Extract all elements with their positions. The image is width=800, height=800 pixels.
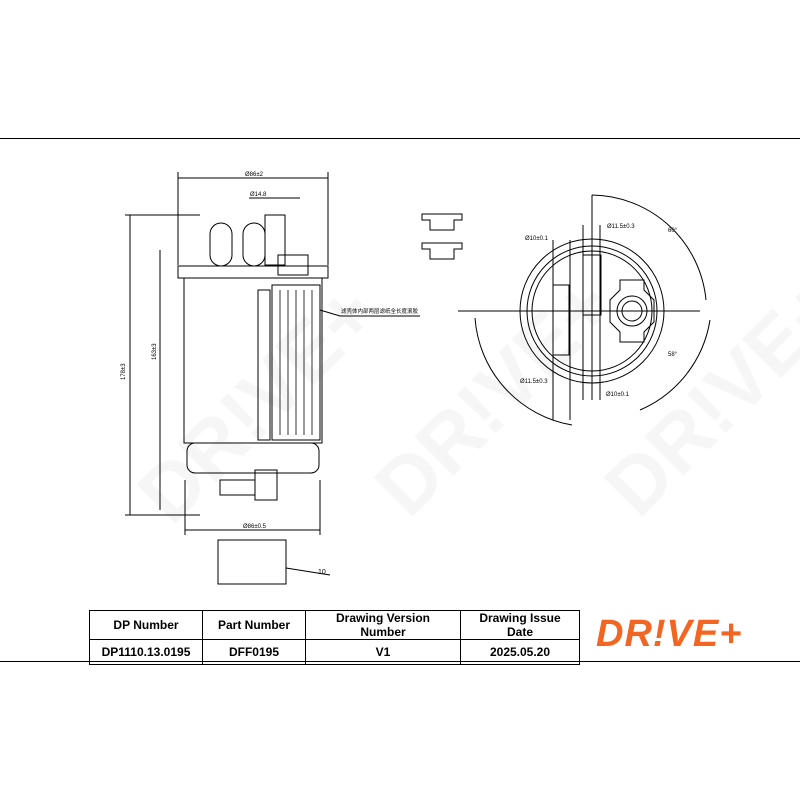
dim-body-height: 163±3 xyxy=(152,343,158,360)
dim-hole-a: Ø10±0.1 xyxy=(525,236,549,242)
version: V1 xyxy=(305,639,461,665)
dim-bottom-dia: Ø86±0.5 xyxy=(243,524,267,530)
issue-date: 2025.05.20 xyxy=(460,639,580,665)
dim-angle-bottom: 58° xyxy=(668,352,678,358)
dim-slot-a: Ø11.5±0.3 xyxy=(607,224,635,230)
seal-details xyxy=(421,213,463,260)
header-version: Drawing Version Number xyxy=(305,610,461,640)
dim-angle-top: 60° xyxy=(668,228,678,234)
dp-number: DP1110.13.0195 xyxy=(89,639,203,665)
dim-slot-b: Ø11.5±0.3 xyxy=(520,379,548,385)
title-block: DP Number Part Number Drawing Version Nu… xyxy=(89,610,580,665)
dim-hole-b: Ø10±0.1 xyxy=(606,392,630,398)
logo-text: DR!VE+ xyxy=(596,613,743,655)
header-part-number: Part Number xyxy=(202,610,306,640)
svg-text:DR!VE+: DR!VE+ xyxy=(358,260,630,532)
part-number: DFF0195 xyxy=(202,639,306,665)
dim-outer-dia: Ø86±2 xyxy=(245,172,264,178)
header-dp-number: DP Number xyxy=(89,610,203,640)
dim-total-height: 178±3 xyxy=(121,363,127,380)
top-view xyxy=(458,194,711,426)
header-issue-date: Drawing Issue Date xyxy=(460,610,580,640)
dim-port-dia: Ø14.8 xyxy=(250,192,267,198)
side-view xyxy=(125,172,420,585)
brand-logo: DR!VE+ xyxy=(596,613,796,659)
note-chinese: 滤壳体内部两层滤纸全长度滚胶 xyxy=(341,307,419,315)
watermark: DR!VE+ DR!VE+ DR!VE+ xyxy=(121,260,800,539)
dim-label-thickness: 10 xyxy=(318,569,326,576)
